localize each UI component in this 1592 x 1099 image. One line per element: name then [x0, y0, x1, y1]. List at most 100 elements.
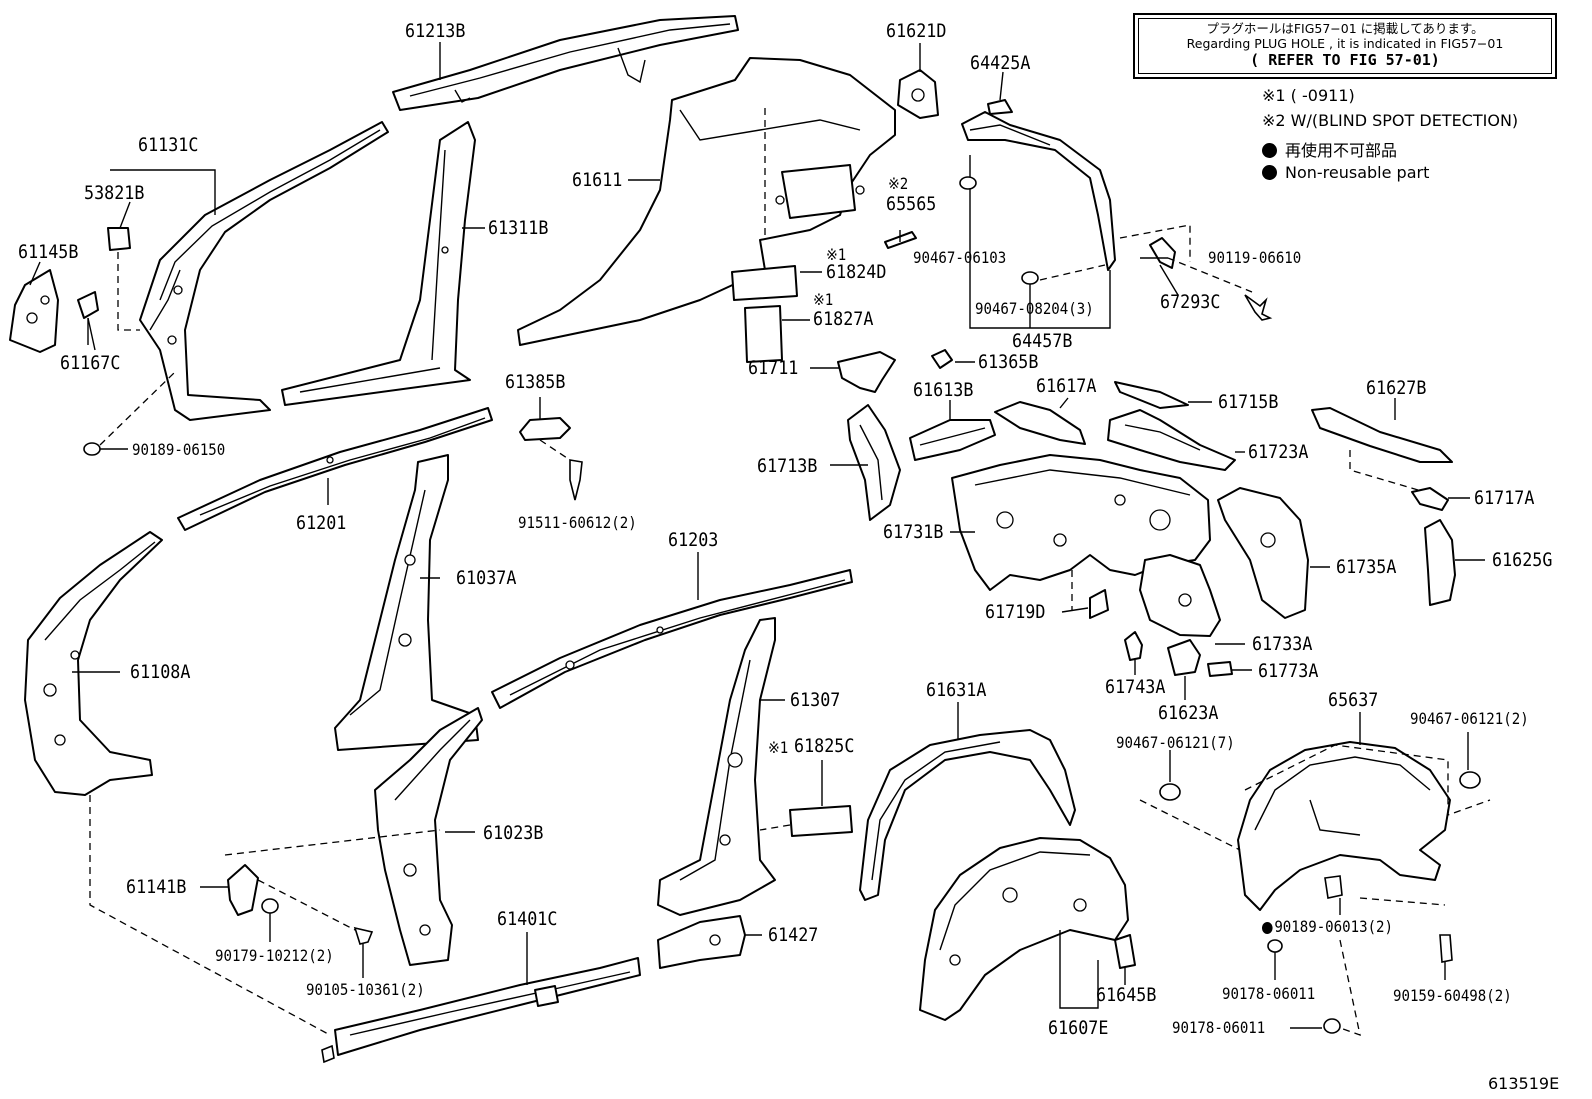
- label-61311B: 61311B: [488, 217, 549, 239]
- part-61365B-shape: [931, 349, 953, 369]
- label-61827A-mark: ※1: [813, 290, 834, 309]
- label-61623A: 61623A: [1158, 702, 1219, 724]
- label-61203: 61203: [668, 529, 719, 551]
- part-61623A-shape: [1167, 639, 1201, 676]
- fastener-90189-06150-shape: [83, 371, 176, 456]
- part-61023B-shape: [374, 707, 483, 966]
- part-61167C-shape: [77, 291, 99, 351]
- part-61108A-shape: [24, 531, 331, 1036]
- label-61607E: 61607E: [1048, 1017, 1109, 1039]
- label-67293C: 67293C: [1160, 291, 1221, 313]
- part-61145B-shape: [9, 269, 59, 353]
- label-61743A: 61743A: [1105, 676, 1166, 698]
- label-90467-06121-2: 90467-06121(2): [1410, 709, 1529, 728]
- legend-nonreusable-jp: 再使用不可部品: [1262, 137, 1397, 161]
- part-61607E-shape: [919, 837, 1129, 1021]
- part-61717A-shape: [1411, 487, 1449, 511]
- part-61645B-shape: [1114, 934, 1136, 969]
- part-61307-shape: [657, 617, 776, 916]
- note-box: プラグホールはFIG57−01 に掲載してあります。 Regarding PLU…: [1133, 13, 1557, 79]
- part-61203-shape: [491, 569, 853, 709]
- legend-note-1: ※1 ( -0911): [1262, 86, 1355, 105]
- label-61167C: 61167C: [60, 352, 121, 374]
- label-61733A: 61733A: [1252, 633, 1313, 655]
- label-61621D: 61621D: [886, 20, 947, 42]
- label-90179-10212: 90179-10212(2): [215, 946, 334, 965]
- part-61201-shape: [177, 407, 493, 531]
- part-61131C-shape: [139, 121, 389, 421]
- part-61825C-shape: [759, 805, 853, 837]
- part-61719D-shape: [1089, 589, 1109, 619]
- label-61827A: 61827A: [813, 308, 874, 330]
- label-90189-06150: 90189-06150: [132, 440, 226, 459]
- label-61613B: 61613B: [913, 379, 974, 401]
- part-67293C-shape: [1119, 224, 1273, 321]
- label-61719D: 61719D: [985, 601, 1046, 623]
- label-61715B: 61715B: [1218, 391, 1279, 413]
- label-61023B: 61023B: [483, 822, 544, 844]
- label-61824D: 61824D: [826, 261, 887, 283]
- part-61141B-shape: [224, 829, 441, 945]
- label-90159-60498: 90159-60498(2): [1393, 986, 1512, 1005]
- part-64457B-shape: [959, 111, 1116, 329]
- part-65637-shape: [1139, 741, 1491, 1037]
- label-61307: 61307: [790, 689, 841, 711]
- label-61723A: 61723A: [1248, 441, 1309, 463]
- label-61825C-mark: ※1: [768, 738, 789, 757]
- part-61773A-shape: [1207, 661, 1233, 677]
- label-61037A: 61037A: [456, 567, 517, 589]
- part-61427-shape: [657, 915, 746, 969]
- label-61201: 61201: [296, 512, 347, 534]
- part-64425A-shape: [987, 99, 1013, 115]
- label-65637: 65637: [1328, 689, 1379, 711]
- part-61824D-shape: [731, 265, 798, 301]
- nonreusable-dot-icon: [1262, 165, 1277, 180]
- label-53821B: 53821B: [84, 182, 145, 204]
- label-90467-06103: 90467-06103: [913, 248, 1007, 267]
- legend-note-2: ※2 W/(BLIND SPOT DETECTION): [1262, 111, 1519, 130]
- label-91511-60612: 91511-60612(2): [518, 513, 637, 532]
- label-90189-06013-text: 90189-06013(2): [1274, 917, 1393, 936]
- part-61827A-shape: [744, 305, 783, 363]
- label-61611: 61611: [572, 169, 623, 191]
- label-61213B: 61213B: [405, 20, 466, 42]
- part-61723A-shape: [1107, 409, 1236, 471]
- part-53821B-shape: [107, 227, 140, 331]
- legend-jp-text: 再使用不可部品: [1285, 141, 1398, 160]
- part-61385B-shape: [519, 417, 583, 501]
- part-61713B-shape: [847, 404, 901, 521]
- label-64457B: 64457B: [1012, 330, 1073, 352]
- nonreusable-dot-icon: [1262, 922, 1273, 934]
- label-61825C: 61825C: [794, 735, 855, 757]
- note-line-jp: プラグホールはFIG57−01 に掲載してあります。: [1206, 21, 1484, 36]
- label-61713B: 61713B: [757, 455, 818, 477]
- part-61625G-shape: [1424, 519, 1456, 606]
- label-61365B: 61365B: [978, 351, 1039, 373]
- label-61773A: 61773A: [1258, 660, 1319, 682]
- figure-code: 613519E: [1488, 1074, 1560, 1093]
- label-90119-06610: 90119-06610: [1208, 248, 1302, 267]
- label-90467-06121-7: 90467-06121(7): [1116, 733, 1235, 752]
- label-90105-10361: 90105-10361(2): [306, 980, 425, 999]
- label-61131C: 61131C: [138, 134, 199, 156]
- label-61141B: 61141B: [126, 876, 187, 898]
- label-90189-06013: 90189-06013(2): [1262, 919, 1393, 935]
- label-61401C: 61401C: [497, 908, 558, 930]
- leader-lines: [29, 42, 1485, 1029]
- part-61631A-shape: [859, 729, 1076, 901]
- label-64425A: 64425A: [970, 52, 1031, 74]
- label-61627B: 61627B: [1366, 377, 1427, 399]
- part-61621D-shape: [897, 69, 939, 119]
- label-65565: 65565: [886, 193, 937, 215]
- label-61617A: 61617A: [1036, 375, 1097, 397]
- label-61385B: 61385B: [505, 371, 566, 393]
- label-61625G: 61625G: [1492, 549, 1553, 571]
- part-61627B-shape: [1311, 407, 1453, 491]
- part-61401C-shape: [321, 957, 641, 1064]
- legend-en-text: Non-reusable part: [1285, 163, 1430, 182]
- part-61311B-shape: [281, 121, 476, 406]
- part-61743A-shape: [1124, 631, 1143, 661]
- part-61735A-shape: [1217, 487, 1309, 619]
